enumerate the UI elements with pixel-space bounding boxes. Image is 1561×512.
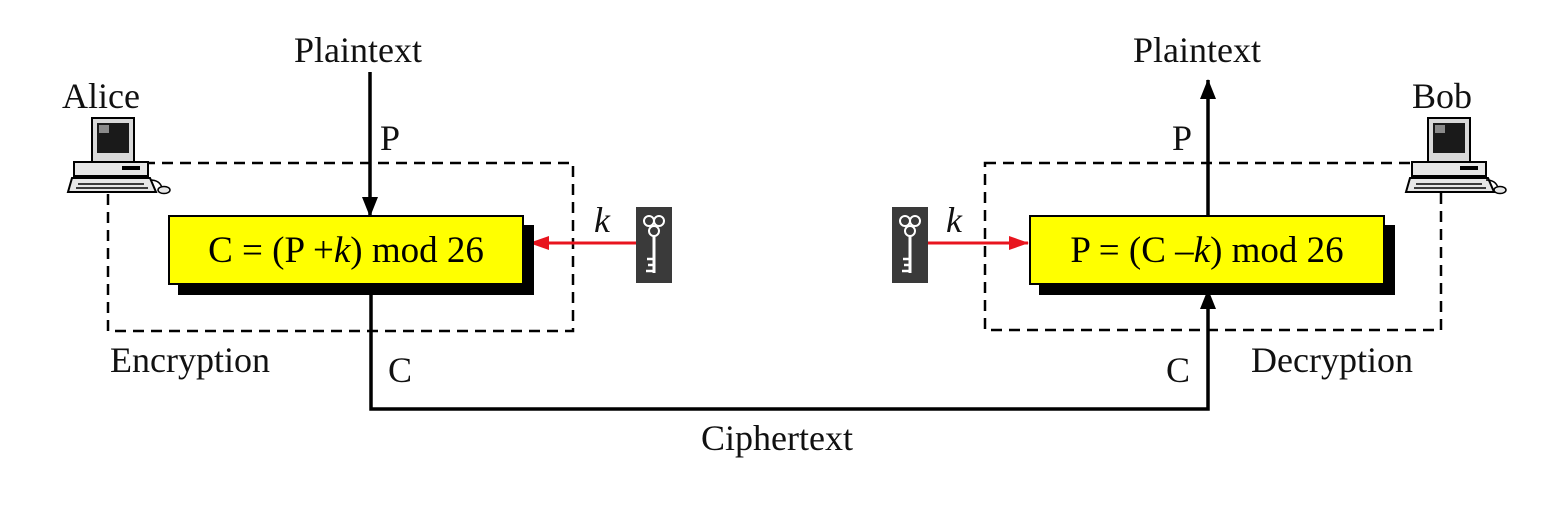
- computer-icon: [66, 117, 171, 195]
- encryption-formula-prefix: C = (P +: [208, 229, 334, 271]
- sender-name: Alice: [62, 76, 140, 116]
- encryption-boundary: [106, 161, 575, 333]
- sender-output-symbol: C: [388, 350, 413, 390]
- encryption-formula-key: k: [333, 229, 351, 271]
- receiver-input-symbol: C: [1166, 350, 1191, 390]
- sender-key-label: k: [594, 200, 610, 240]
- key-icon: [892, 207, 928, 283]
- receiver-key-label: k: [946, 200, 962, 240]
- decryption-formula-key: k: [1193, 229, 1211, 271]
- encryption-formula-suffix: ) mod 26: [350, 229, 484, 271]
- receiver-process-label: Decryption: [1251, 340, 1413, 380]
- sender-input-symbol: P: [380, 118, 401, 158]
- receiver-output-symbol: P: [1172, 118, 1193, 158]
- sender-process-label: Encryption: [110, 340, 270, 380]
- computer-icon: [1404, 117, 1507, 195]
- ciphertext-channel: [369, 288, 1216, 411]
- receiver-name: Bob: [1412, 76, 1473, 116]
- decryption-formula-box: P = (C – k) mod 26: [1029, 215, 1385, 285]
- sender-input-label: Plaintext: [294, 30, 422, 70]
- encryption-formula-box: C = (P + k) mod 26: [168, 215, 524, 285]
- decryption-formula-suffix: ) mod 26: [1210, 229, 1344, 271]
- channel-label: Ciphertext: [701, 418, 853, 458]
- receiver-output-label: Plaintext: [1133, 30, 1261, 70]
- key-icon: [636, 207, 672, 283]
- decryption-formula-prefix: P = (C –: [1070, 229, 1194, 271]
- decryption-boundary: [983, 161, 1443, 332]
